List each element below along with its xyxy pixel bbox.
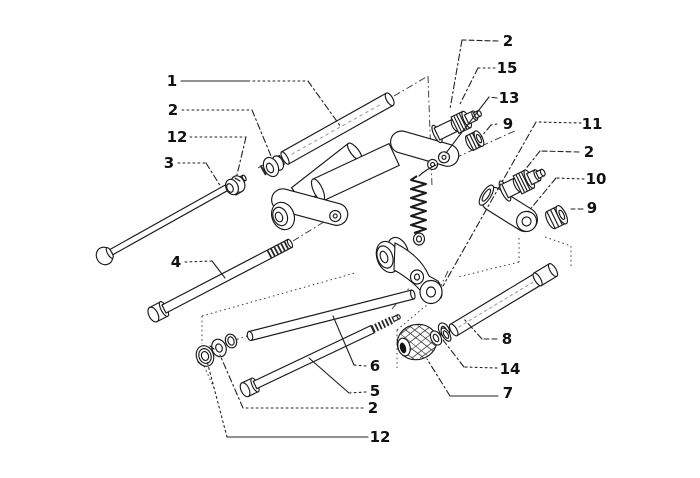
callout-label-4-4: 4: [171, 253, 181, 271]
leader-line-15: [459, 67, 479, 105]
leader-line-4: [184, 260, 213, 263]
lever-plate-boss: [270, 201, 296, 231]
leader-line-8: [463, 318, 483, 340]
lever-plate-center: [271, 188, 349, 226]
callout-label-8-13: 8: [502, 330, 512, 348]
leader-line-13: [445, 96, 490, 154]
leader-line-11: [535, 121, 582, 124]
callout-label-3-3: 3: [164, 154, 174, 172]
leader-line-14: [463, 366, 498, 369]
leader-line-2: [219, 354, 244, 409]
callout-label-15-6: 15: [497, 59, 518, 77]
callout-label-6-16: 6: [370, 357, 380, 375]
callout-label-2-10: 2: [584, 143, 594, 161]
callout-label-14-14: 14: [500, 360, 521, 378]
leader-line-2: [251, 109, 272, 157]
leader-line-12: [206, 360, 228, 438]
leader-line-2: [523, 150, 541, 172]
callout-label-7-15: 7: [503, 384, 513, 402]
callout-label-9-8: 9: [503, 115, 513, 133]
callout-label-9-12: 9: [587, 199, 597, 217]
spring: [410, 164, 437, 246]
leader-line-2: [539, 150, 580, 153]
bell-crank: [375, 236, 443, 305]
callout-label-2-1: 2: [168, 101, 178, 119]
leader-line-6: [353, 364, 367, 367]
callout-label-1-0: 1: [167, 72, 177, 90]
callout-label-10-11: 10: [586, 170, 607, 188]
leader-line-5: [348, 391, 367, 394]
clevis-plate-upper: [389, 130, 460, 171]
nut-9-right: [545, 205, 569, 230]
rod-6: [246, 289, 416, 342]
nut-12-upper: [225, 175, 246, 196]
callout-label-12-2: 12: [167, 128, 188, 146]
leader-line-9: [480, 124, 492, 138]
leader-line-9: [490, 123, 498, 126]
leader-line-13: [488, 96, 498, 99]
rod-8: [440, 263, 559, 342]
leader-line-14: [442, 339, 465, 368]
assembly-axis-lines: [201, 75, 572, 389]
lever-10: [478, 184, 538, 233]
callout-label-11-9: 11: [582, 115, 603, 133]
leader-line-2: [461, 39, 499, 42]
nut-9-upper: [465, 130, 485, 151]
leader-line-6: [332, 315, 355, 366]
callout-label-12-19: 12: [370, 428, 391, 446]
rod-4: [147, 238, 294, 323]
callout-label-2-5: 2: [503, 32, 513, 50]
leader-line-10: [555, 177, 585, 180]
leader-line-5: [308, 357, 350, 394]
callout-label-2-18: 2: [368, 399, 378, 417]
leader-line-2: [449, 39, 463, 110]
bush-stack-right: [498, 168, 546, 202]
leader-line-1: [307, 80, 342, 128]
leader-line-4: [211, 260, 226, 279]
washer-2-upper: [262, 155, 285, 178]
washer-stack-bottom: [195, 333, 238, 367]
rod-1: [259, 92, 395, 176]
leader-line-3: [205, 162, 222, 188]
leader-line-7: [426, 358, 451, 397]
callout-label-13-7: 13: [499, 89, 520, 107]
leader-line-12: [235, 136, 247, 180]
callout-label-5-17: 5: [370, 382, 380, 400]
leader-line-11: [442, 121, 537, 287]
